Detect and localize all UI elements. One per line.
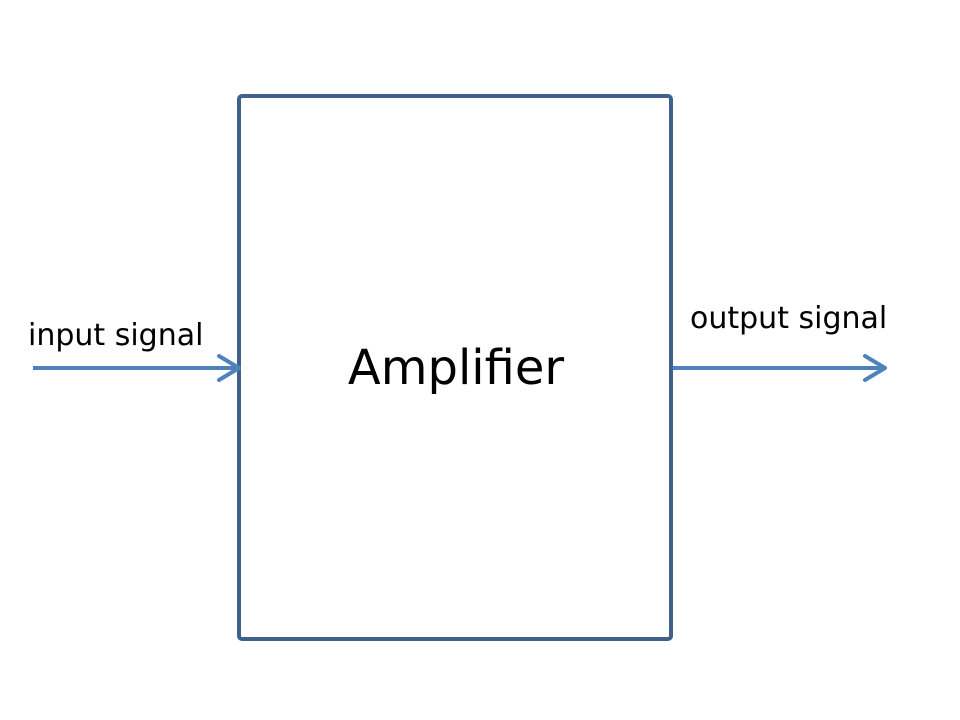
input-signal-label: input signal [28,318,204,353]
output-signal-label: output signal [690,301,888,336]
amplifier-label: Amplifier [347,340,565,396]
